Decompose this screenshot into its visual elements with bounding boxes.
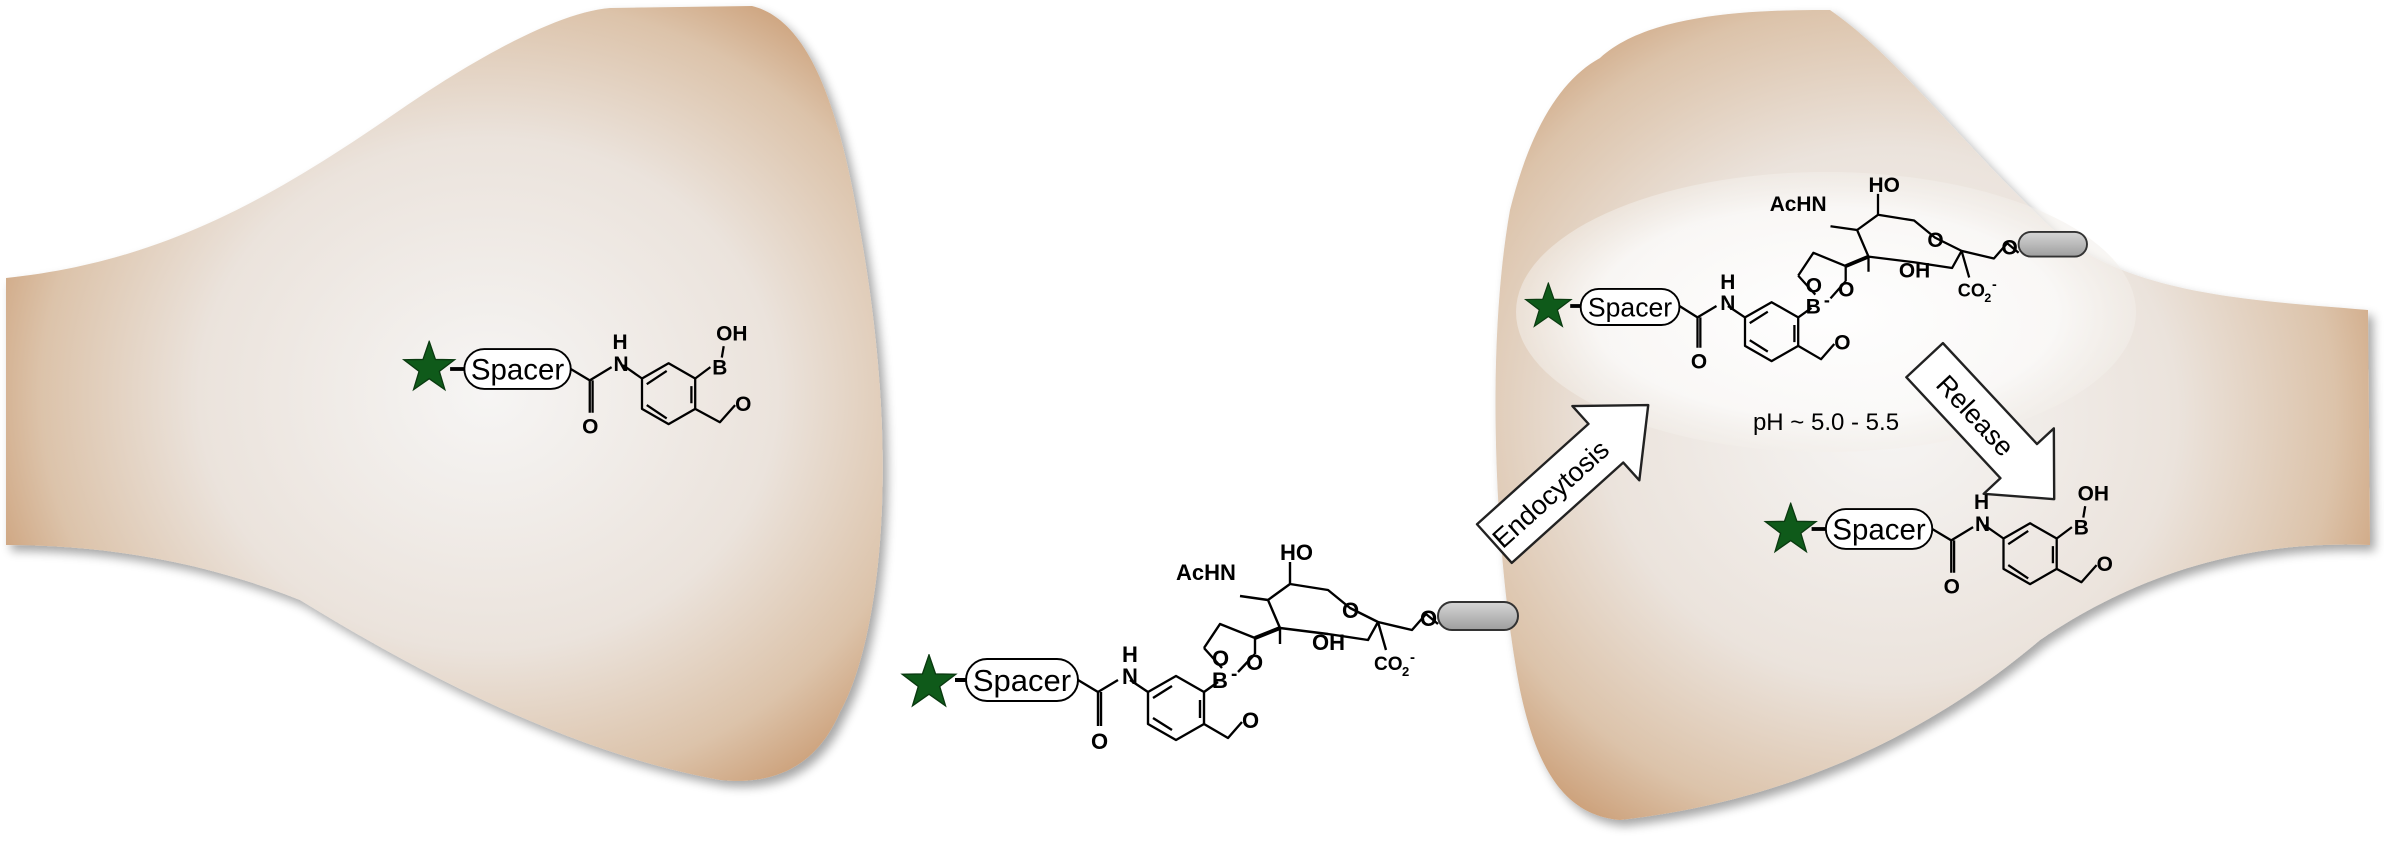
svg-text:O: O [2097,553,2113,576]
svg-text:O: O [1838,279,1854,302]
svg-text:O: O [1091,729,1108,754]
ph-label: pH ~ 5.0 - 5.5 [1753,409,1899,436]
svg-text:AcHN: AcHN [1176,560,1236,585]
svg-text:OH: OH [1899,260,1930,283]
svg-text:AcHN: AcHN [1770,193,1827,216]
svg-text:-: - [1410,649,1415,666]
left-cell [6,6,883,781]
svg-text:O: O [1691,351,1707,374]
svg-text:O: O [1242,708,1259,733]
endosome-vesicle [1516,172,2136,452]
svg-text:CO: CO [1374,654,1403,675]
fluorophore-star-icon [901,654,957,707]
svg-text:O: O [1834,332,1850,355]
svg-text:N: N [1975,513,1990,536]
svg-text:O: O [735,393,751,416]
bond-lines [1931,506,2098,586]
probe-bound-outside: Spacer N H O B - O O O AcHN HO OH O O CO… [901,540,1519,754]
svg-text:N: N [1720,292,1735,315]
spacer-pill [1824,508,1934,550]
svg-text:2: 2 [1984,291,1991,305]
svg-text:O: O [1212,646,1229,671]
bond-lines [1678,251,1847,363]
probe-bound-vesicle: Spacer N H O B - O O O AcHN HO OH O O CO… [1525,174,2088,374]
bond-lines [570,346,736,426]
svg-text:O: O [582,416,598,439]
spacer-pill [463,348,572,390]
spacer-label: Spacer [1588,292,1672,322]
sialic-bead [1437,601,1519,631]
spacer-label: Spacer [471,353,564,386]
probe-released: Spacer N H O B OH O [1764,483,2113,599]
spacer-pill [965,658,1079,702]
sialic-bead [2017,230,2088,258]
spacer-label: Spacer [973,663,1071,698]
svg-text:HO: HO [1280,540,1313,565]
svg-text:O: O [1927,229,1943,252]
svg-text:O: O [1420,606,1437,631]
svg-text:H: H [1974,491,1989,514]
spacer-label: Spacer [1832,513,1925,546]
svg-text:CO: CO [1958,281,1985,301]
svg-text:-: - [1824,290,1830,310]
bond-lines [1077,622,1257,742]
probe-left: Spacer N H O B OH O [403,323,751,439]
svg-text:B: B [1212,668,1228,693]
svg-text:N: N [614,353,629,376]
svg-text:O: O [1342,598,1359,623]
svg-text:H: H [1122,642,1138,667]
svg-text:N: N [1122,664,1138,689]
svg-text:B: B [712,357,727,380]
svg-text:HO: HO [1869,174,1900,197]
svg-text:-: - [1992,277,1997,293]
svg-text:O: O [1944,576,1960,599]
svg-text:2: 2 [1402,664,1409,679]
svg-text:B: B [2074,517,2089,540]
svg-text:OH: OH [2078,483,2109,506]
svg-text:OH: OH [1312,630,1345,655]
svg-text:O: O [1806,275,1822,298]
svg-text:H: H [613,331,628,354]
svg-text:OH: OH [716,323,747,346]
svg-text:O: O [2002,237,2018,260]
svg-text:H: H [1720,271,1735,294]
svg-text:-: - [1231,664,1237,685]
svg-text:B: B [1806,296,1821,319]
svg-text:O: O [1246,650,1263,675]
